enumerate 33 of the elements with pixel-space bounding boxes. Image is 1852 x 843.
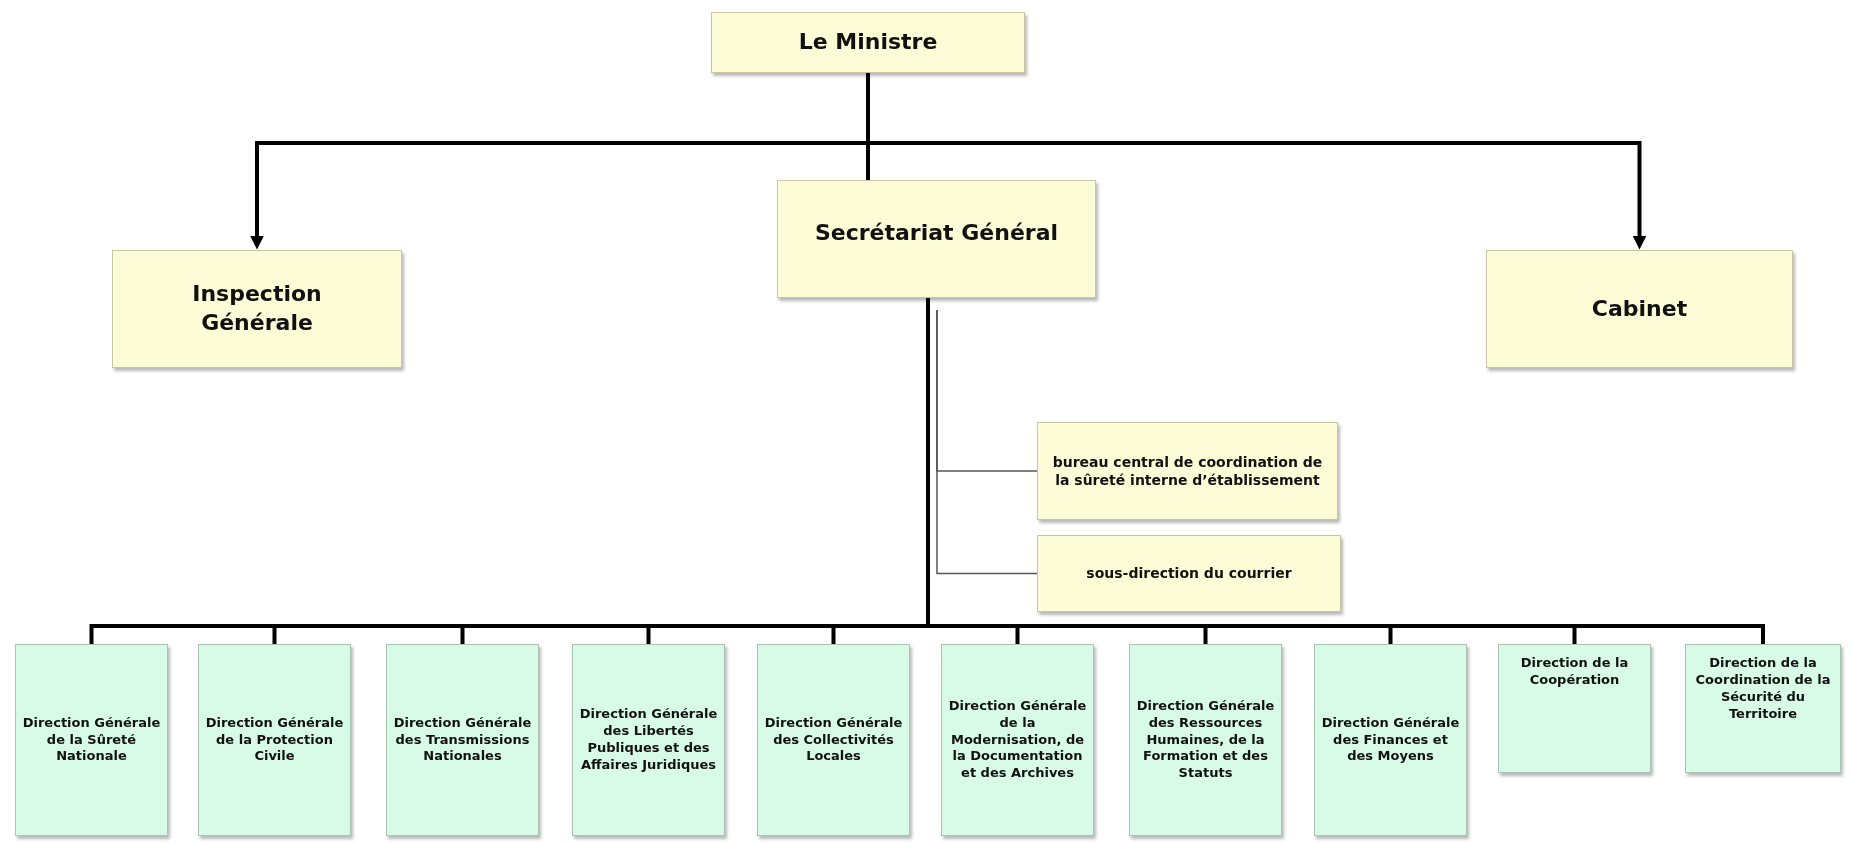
org-unit-name: bureau central de coordination de la sûreté interne d’établissement [1051,452,1324,490]
org-unit-name: Direction Générale des Transmissions Nationales [392,714,533,766]
connector-line [936,309,1038,575]
org-unit-name: Direction Générale des Finances et des Moyens [1320,714,1461,766]
org-unit-name: Inspection Générale [191,280,323,337]
org-box [711,12,1025,73]
org-unit-name: Direction Générale des Libertés Publiques et des Affaires Juridiques [578,706,719,774]
org-box [1498,644,1651,773]
org-box [1037,422,1338,520]
org-box [1037,535,1341,612]
org-unit-name: Le Ministre [798,28,938,57]
org-unit-name: Direction Générale des Ressources Humaines, de la Formation et des Statuts [1135,697,1276,783]
org-box [777,180,1096,298]
org-box [1314,644,1467,836]
org-box [1685,644,1841,773]
org-box [1486,250,1793,368]
org-unit-name: Direction Générale de la Protection Civile [204,714,345,766]
org-unit-name: Direction Générale des Collectivités Locales [763,714,904,766]
org-unit-name: sous-direction du courrier [1086,564,1292,583]
org-unit-name: Direction de la Coopération [1519,655,1630,689]
org-unit-name: Cabinet [1591,294,1688,323]
org-unit-name: Secrétariat Général [814,219,1059,247]
org-box [112,250,402,368]
org-box [15,644,168,836]
org-box [1129,644,1282,836]
org-box [386,644,539,836]
org-unit-name: Direction Générale de la Sûreté Nationale [21,714,162,766]
org-box [757,644,910,836]
org-box [198,644,351,836]
org-box [941,644,1094,836]
org-box [572,644,725,836]
org-unit-name: Direction de la Coordination de la Sécurité du Territoire [1694,655,1832,723]
org-unit-name: Direction Générale de la Modernisation, de la Documentation et des Archives [947,697,1088,783]
